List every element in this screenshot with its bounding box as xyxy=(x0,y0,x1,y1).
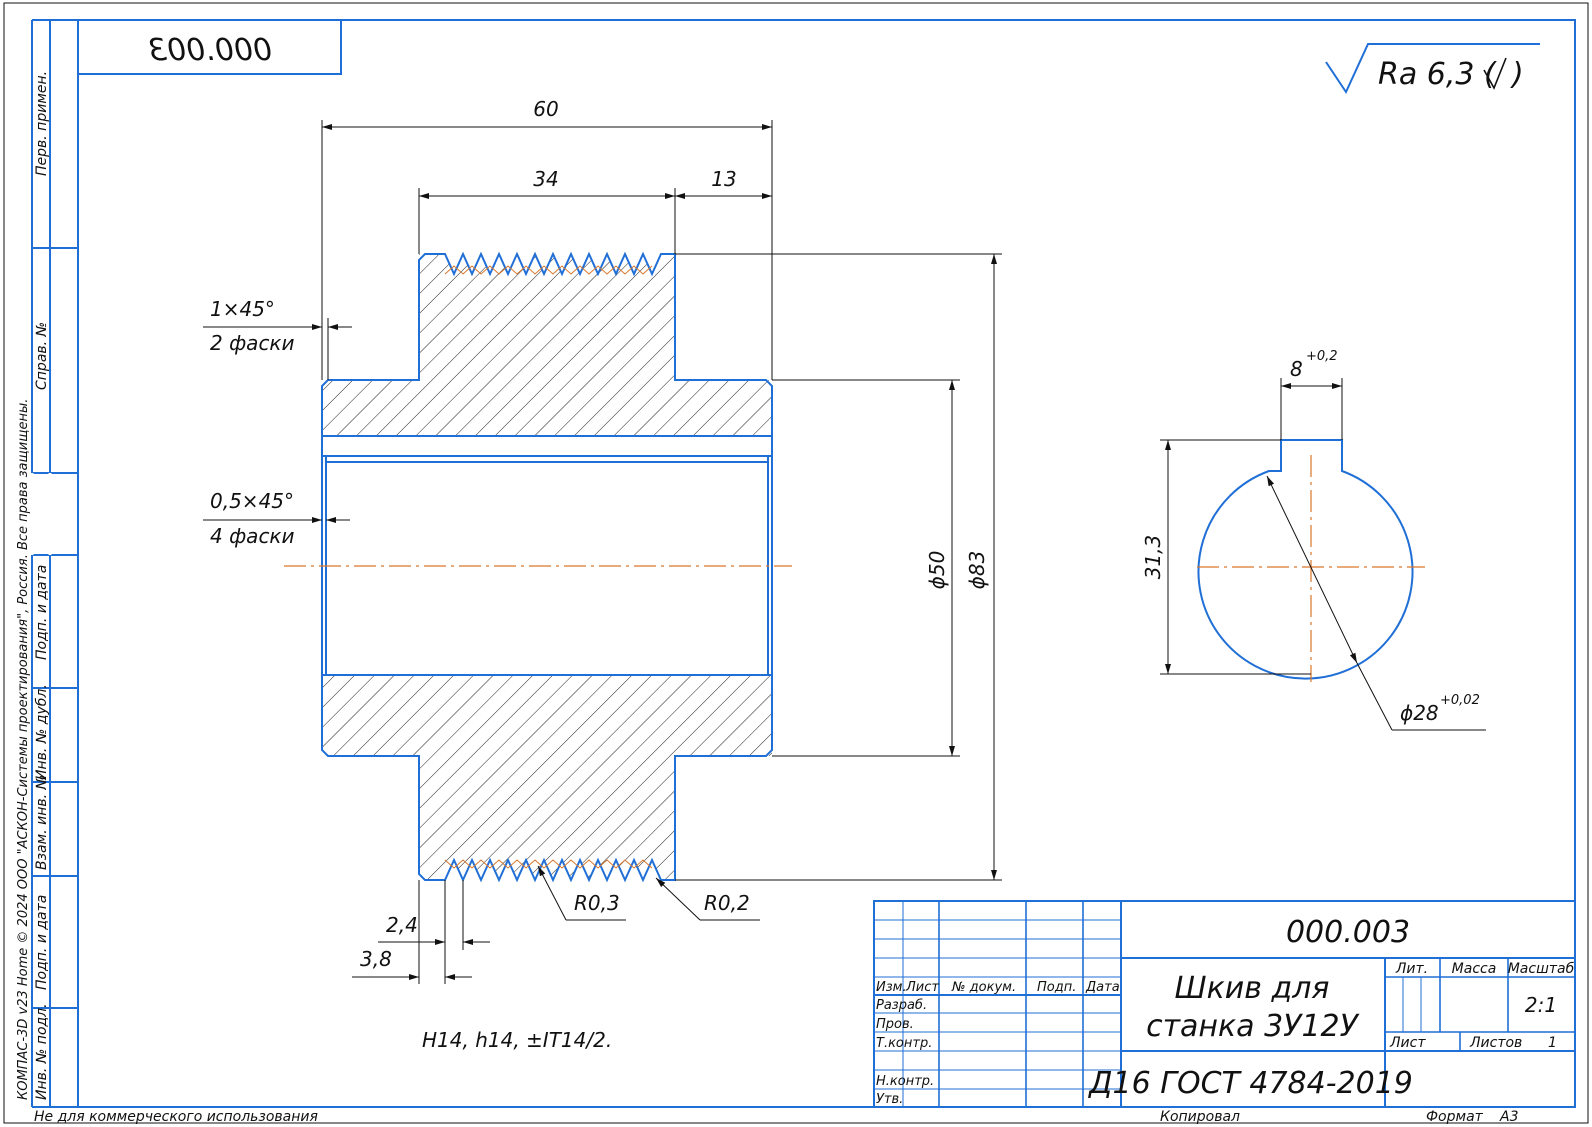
tb-row-ncontrol: Н.контр. xyxy=(876,1074,934,1089)
dim-chamfer2: 0,5×45° xyxy=(210,489,294,513)
dim-chamfer1-note: 2 фаски xyxy=(210,331,295,355)
tb-row-tcontrol: Т.контр. xyxy=(876,1036,932,1051)
dim-gap: 3,8 xyxy=(360,947,392,971)
footer-format: A3 xyxy=(1499,1109,1518,1125)
side-orig-inv: Инв. № подл. xyxy=(34,1003,50,1100)
dim-bore: ϕ28 xyxy=(1400,701,1439,725)
tb-mass: Масса xyxy=(1452,961,1497,977)
footer-format-label: Формат xyxy=(1426,1109,1484,1125)
dim-inner-diameter: ϕ50 xyxy=(925,551,949,590)
bore-cross-section: ϕ28 +0,02 8 +0,2 31,3 xyxy=(1141,349,1486,731)
check-icon xyxy=(1483,57,1507,90)
outer-border xyxy=(3,2,1589,1124)
side-sign-date-1: Подп. и дата xyxy=(34,565,50,660)
tb-col-doc: № докум. xyxy=(951,980,1016,995)
roughness-close: ) xyxy=(1510,57,1524,92)
inner-frame xyxy=(77,19,1576,1108)
pulley-section-view xyxy=(284,251,792,883)
tb-row-dev: Разраб. xyxy=(876,998,927,1013)
side-stamp: Перв. примен. Справ. № Подп. и дата Инв.… xyxy=(16,19,78,1108)
tb-sheets: Листов xyxy=(1469,1035,1522,1051)
dim-radius-2: R0,2 xyxy=(704,891,750,915)
tb-sheet: Лист xyxy=(1389,1035,1426,1051)
side-dup-inv: Инв. № дубл. xyxy=(34,684,50,780)
roughness-symbol: Ra 6,3 ( ) xyxy=(1325,43,1540,95)
footer-non-commercial: Не для коммерческого использования xyxy=(34,1109,318,1125)
tb-name-line1: Шкив для xyxy=(1175,971,1330,1006)
tb-lit: Лит. xyxy=(1395,961,1428,977)
side-first-use: Перв. примен. xyxy=(34,71,50,176)
dim-radius-1: R0,3 xyxy=(574,891,620,915)
tolerance-note: H14, h14, ±IT14/2. xyxy=(422,1028,612,1052)
dim-key-tol: +0,2 xyxy=(1306,349,1338,364)
dim-chamfer1: 1×45° xyxy=(210,297,275,321)
tb-scale: 2:1 xyxy=(1525,993,1557,1017)
dim-shoulder: 13 xyxy=(711,167,736,191)
dim-overall: 60 xyxy=(533,97,558,121)
mirrored-number-box: 000.003 xyxy=(77,19,342,75)
dim-outer-diameter: ϕ83 xyxy=(965,551,989,590)
tb-designation: 000.003 xyxy=(1286,915,1410,950)
mirrored-number: 000.003 xyxy=(148,33,272,68)
copyright-text: КОМПАС-3D v23 Home © 2024 ООО "АСКОН-Сис… xyxy=(16,399,31,1100)
tb-col-sign: Подп. xyxy=(1037,980,1076,995)
tb-material: Д16 ГОСТ 4784-2019 xyxy=(1087,1066,1413,1101)
tb-col-change: Изм. xyxy=(876,980,907,995)
side-ref-no: Справ. № xyxy=(34,322,50,390)
side-swap-inv: Взам. инв. № xyxy=(34,775,50,870)
tb-sheets-count: 1 xyxy=(1548,1035,1557,1051)
tb-name-line2: станка 3У12У xyxy=(1146,1009,1360,1044)
title-block: 000.003 Шкив для станка 3У12У Д16 ГОСТ 4… xyxy=(873,900,1576,1108)
dim-key-depth: 31,3 xyxy=(1141,535,1165,580)
tb-col-date: Дата xyxy=(1085,980,1120,995)
dim-hub: 34 xyxy=(533,167,558,191)
dimensions: 60 34 13 1×45° 2 фаски 0,5×45° 4 фаски ϕ… xyxy=(203,97,1002,1052)
footer-copied: Копировал xyxy=(1160,1109,1240,1125)
side-sign-date-2: Подп. и дата xyxy=(34,895,50,990)
dim-pitch: 2,4 xyxy=(386,913,418,937)
dim-bore-tol: +0,02 xyxy=(1440,693,1480,708)
tb-scale-label: Масштаб xyxy=(1508,961,1575,977)
tb-row-approve: Утв. xyxy=(876,1092,903,1107)
dim-key: 8 xyxy=(1290,357,1303,381)
tb-col-sheet: Лист xyxy=(905,980,939,995)
tb-row-check: Пров. xyxy=(876,1017,914,1032)
roughness-value: Ra 6,3 ( xyxy=(1378,57,1497,92)
dim-chamfer2-note: 4 фаски xyxy=(210,524,295,548)
